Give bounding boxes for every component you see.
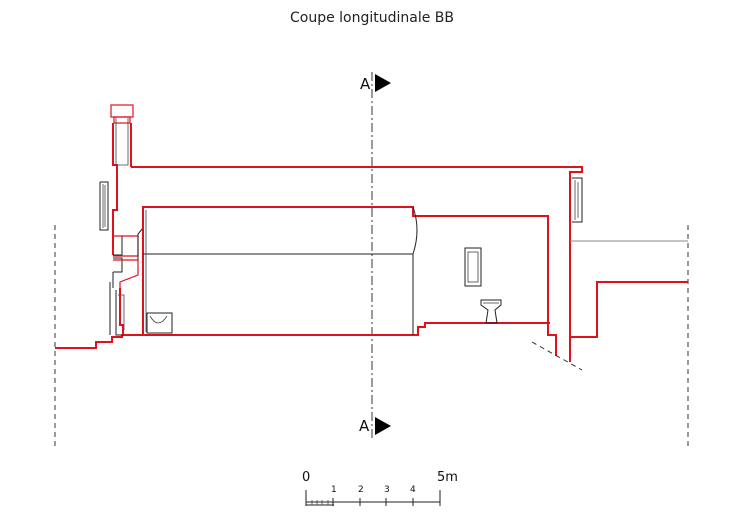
scale-label-5m: 5m: [437, 470, 458, 485]
ground-line-right: [570, 281, 688, 338]
section-marker-bottom-label: A: [359, 417, 370, 435]
scale-label-4: 4: [410, 485, 416, 495]
section-marker-top-label: A: [360, 75, 371, 93]
scale-bar: 0 5m 1 2 3 4: [302, 470, 458, 506]
section-arrow-bottom-icon: [375, 417, 391, 435]
drawing-title: Coupe longitudinale BB: [289, 10, 455, 26]
window: [464, 247, 482, 287]
scale-label-2: 2: [358, 485, 364, 495]
scale-label-0: 0: [302, 470, 310, 485]
pedestal-basin: [480, 299, 502, 324]
scale-label-3: 3: [384, 485, 390, 495]
roof-line: [131, 166, 583, 218]
ground-line-left: [55, 322, 550, 349]
scale-label-1: 1: [331, 485, 337, 495]
vaulted-room: [142, 206, 549, 335]
section-marker-top: A: [360, 74, 391, 93]
right-wall: [531, 172, 688, 371]
chimney-and-left-wall: [99, 104, 173, 336]
section-marker-bottom: A: [359, 417, 391, 435]
section-arrow-top-icon: [375, 74, 391, 92]
